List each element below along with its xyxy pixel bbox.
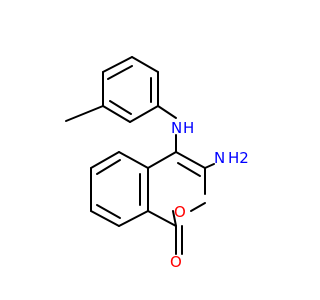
bond [147,151,177,169]
molecule-diagram: N H N H2 O O [65,56,249,271]
bond [131,56,159,73]
bond [175,151,206,169]
bond [177,162,201,177]
amino-nitrogen-label: N [214,149,225,167]
bond [118,210,149,227]
bond [157,105,177,119]
bond [102,105,131,123]
bond [172,210,177,227]
bond [118,151,149,169]
ring-oxygen-label: O [174,203,186,221]
bond [147,210,177,227]
bond [107,65,133,80]
bond [96,159,121,175]
bond [102,56,133,73]
carbonyl-oxygen-label: O [170,253,182,271]
bond [129,105,159,123]
amino-hydrogen-label: H2 [228,149,249,167]
amine-nitrogen-label: N [171,119,182,137]
bond [109,100,132,115]
amine-hydrogen-label: H [183,119,194,137]
bond [90,210,120,227]
structure-svg: N H N H2 O O [65,56,249,271]
bond [96,204,121,219]
bond [65,105,104,122]
bond [190,202,206,212]
bond [90,151,120,169]
bond [204,163,215,169]
